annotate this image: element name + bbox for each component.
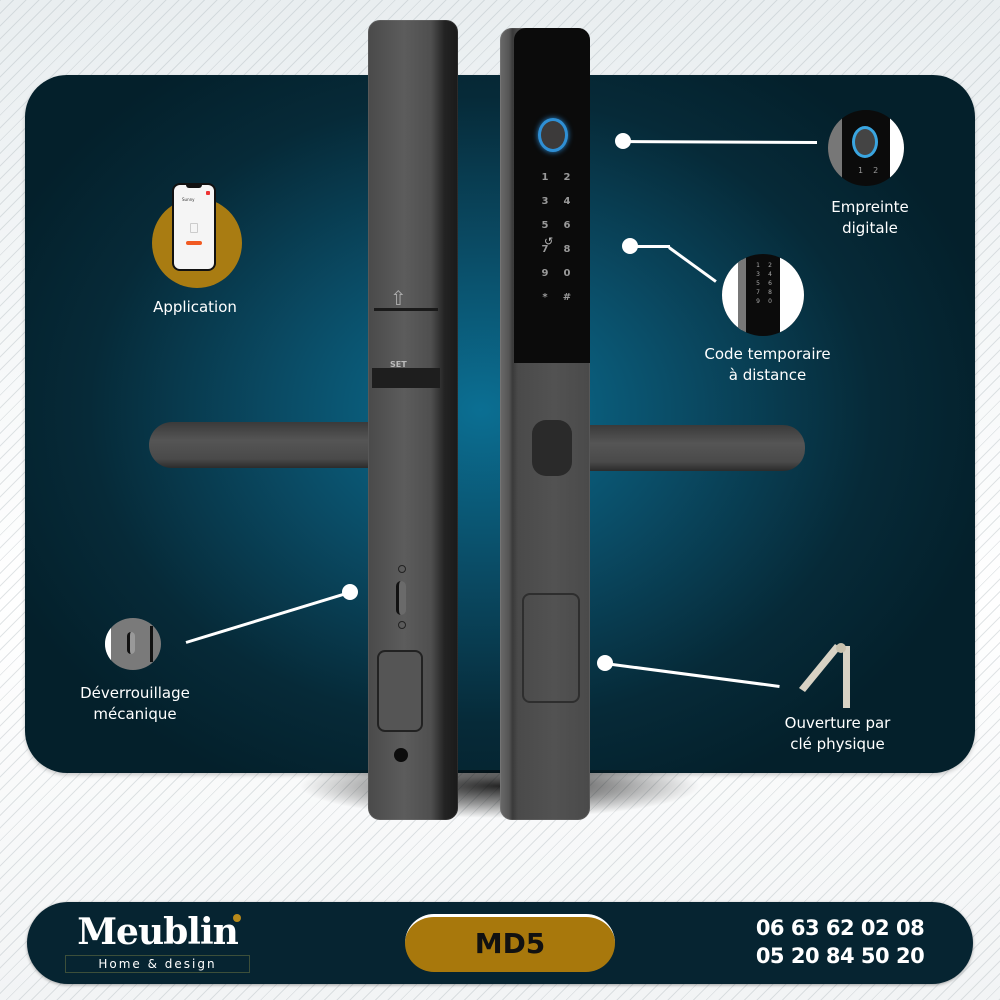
app-add-device-button [186,241,202,245]
label-line: Déverrouillage [80,684,190,702]
key-0: 0 [563,268,571,279]
app-screen-title: Sunny [182,197,195,202]
feature-label-fingerprint: Empreinte digitale [800,197,940,239]
key-9: 9 [541,268,549,279]
back-key-icon: ↺ [544,235,554,248]
thumb-key: 8 [768,289,772,296]
arrow-up-icon: ⇧ [390,286,407,310]
label-line: Ouverture par [784,714,891,732]
thumb-key: 7 [756,289,760,296]
thumb-turn-knob [396,581,406,615]
keypad-icon: 1 2 3 4 5 6 7 8 9 0 [722,254,804,336]
thumb-key: 6 [768,280,772,287]
key-2: 2 [563,172,571,183]
lock-indicator-icon [398,565,406,573]
key-hash: # [562,292,572,303]
battery-cover-divider [374,308,438,311]
thumb-keypad: 1 2 3 4 5 6 7 8 9 0 [752,262,776,305]
handle-rosette [532,420,572,476]
key-hole [394,748,408,762]
phone-number: 06 63 62 02 08 [755,916,925,940]
thumb-edge [890,110,904,186]
brand-logo: Meublin Home & design [65,910,250,973]
thumb-edge [150,626,153,662]
feature-label-physical-key: Ouverture par clé physique [765,713,910,755]
key-8: 8 [563,244,571,255]
thumb-key: 9 [756,298,760,305]
thumb-key: 5 [756,280,760,287]
key-icon [799,643,850,708]
label-line: digitale [842,219,898,237]
brand-name: Meublin [77,911,239,953]
key-7: 7 [541,244,549,255]
key-1: 1 [541,172,549,183]
feature-label-remote-code: Code temporaire à distance [680,344,855,386]
thumb-edge [780,254,804,336]
phone-number: 05 20 84 50 20 [755,944,925,968]
brand-dot-icon [233,914,241,922]
unlock-indicator-icon [398,621,406,629]
label-line: clé physique [790,735,885,753]
thumb-edge [828,110,842,186]
thumb-knob [127,632,135,654]
brand-tagline: Home & design [65,955,250,973]
callout-line-keypad [630,245,670,248]
key-6: 6 [563,220,571,231]
app-screen: Sunny [174,185,214,269]
model-badge: MD5 [405,914,615,972]
feature-label-application: Application [153,298,237,316]
label-line: à distance [728,366,807,384]
contact-phones: 06 63 62 02 08 05 20 84 50 20 [730,914,950,970]
thumb-keys: 12 [858,166,889,175]
thumb-edge [738,254,746,336]
key-3: 3 [541,196,549,207]
touch-panel: 1 2 3 4 5 6 7 8 9 0 * # ↺ [514,28,590,363]
set-button-label: SET [390,360,407,369]
key-cylinder-cover [377,650,423,732]
label-line: mécanique [93,705,177,723]
callout-dot-mechanical [342,584,358,600]
fingerprint-ring [852,126,878,158]
thumb-key: 2 [768,262,772,269]
key-cylinder-cover [522,593,580,703]
keypad: 1 2 3 4 5 6 7 8 9 0 * # [534,172,578,303]
thumb-edge [722,254,742,336]
feature-label-mechanical: Déverrouillage mécanique [55,683,215,725]
fingerprint-icon: 12 [828,110,904,186]
thumb-key: 3 [756,271,760,278]
label-line: Code temporaire [704,345,831,363]
app-add-icon [206,191,210,195]
smartphone-app-icon: Sunny [172,183,216,271]
lock-neck [372,368,440,388]
mechanical-knob [392,565,416,635]
empty-document-icon [190,223,198,233]
thumb-edge [105,618,111,670]
fingerprint-sensor-icon [538,118,568,152]
label-line: Empreinte [831,198,909,216]
thumb-key: 1 [756,262,760,269]
lock-inner-side: ⇧ SET [368,20,458,820]
key-4: 4 [563,196,571,207]
thumb-key: 4 [768,271,772,278]
mechanical-knob-icon [105,618,161,670]
key-star: * [542,292,548,303]
phone-notch [186,185,202,188]
thumb-key: 0 [768,298,772,305]
key-5: 5 [541,220,549,231]
